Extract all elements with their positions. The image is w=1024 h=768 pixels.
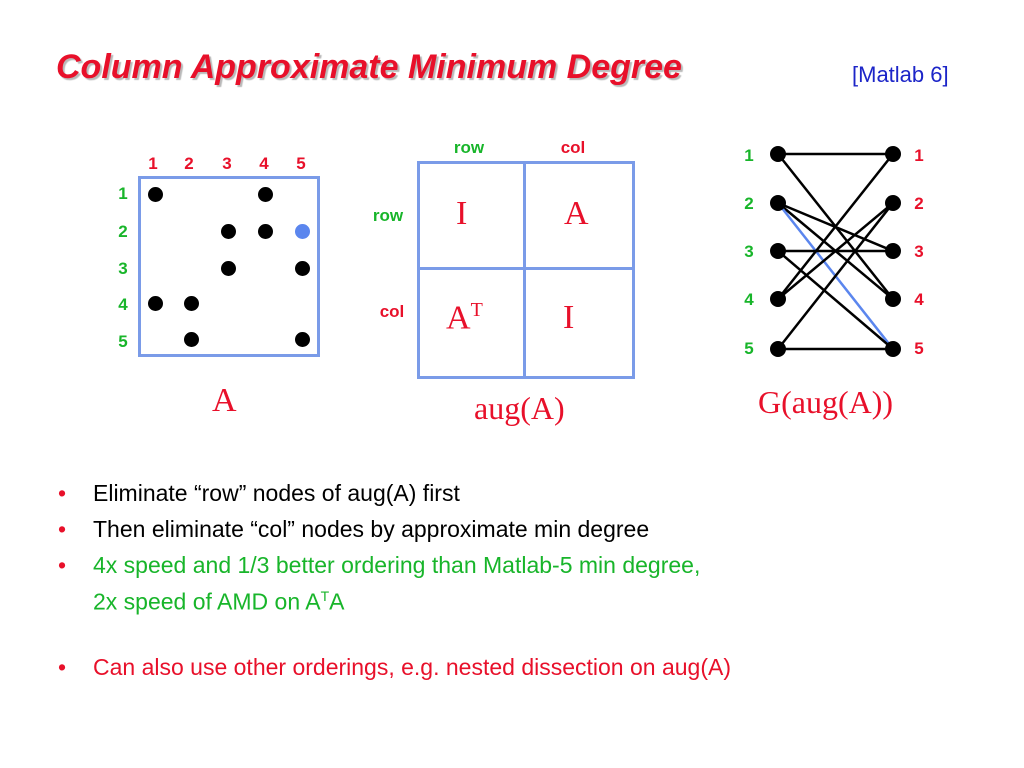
- aug-cell-bottom-right: I: [563, 299, 575, 336]
- graph-right-label: 3: [914, 242, 924, 261]
- graph-edge: [777, 202, 894, 300]
- matrix-a-nonzero-dot: [257, 223, 273, 239]
- slide-title: Column Approximate Minimum Degree: [56, 48, 682, 86]
- matrix-a-caption: A: [212, 382, 237, 419]
- graph-left-label: 3: [744, 242, 754, 261]
- matrix-a-nonzero-dot: [257, 186, 273, 202]
- matrix-a-nonzero-dot: [147, 186, 163, 202]
- bullet-text: Can also use other orderings, e.g. neste…: [93, 653, 731, 680]
- bullet-item: Then eliminate “col” nodes by approximat…: [56, 514, 996, 545]
- aug-cell-bottom-left: AT: [446, 299, 483, 337]
- matrix-a-nonzero-dot: [294, 260, 310, 276]
- matrix-a-nonzero-dot: [294, 223, 310, 239]
- bullet-text: 4x speed and 1/3 better ordering than Ma…: [93, 552, 701, 578]
- bullet-list: Eliminate “row” nodes of aug(A) first Th…: [56, 478, 996, 688]
- aug-row-header-col: col: [379, 302, 405, 321]
- bullet-item: 4x speed and 1/3 better ordering than Ma…: [56, 550, 996, 618]
- aug-cell-top-right: A: [564, 195, 589, 232]
- matrix-a-row-label: 1: [118, 184, 128, 203]
- matrix-a-col-label: 5: [296, 154, 306, 173]
- reference-label: [Matlab 6]: [852, 62, 949, 87]
- bullet-item: Can also use other orderings, e.g. neste…: [56, 652, 996, 683]
- graph-right-label: 2: [914, 194, 924, 213]
- aug-matrix-caption: aug(A): [474, 390, 565, 426]
- bullet-text: 2x speed of AMD on A: [93, 588, 321, 615]
- matrix-a-row-label: 5: [118, 332, 128, 351]
- bullet-text: Eliminate “row” nodes of aug(A) first: [93, 480, 460, 506]
- matrix-a-nonzero-dot: [220, 223, 236, 239]
- bullet-text: A: [329, 588, 345, 615]
- matrix-a-row-label: 3: [118, 259, 128, 278]
- graph-edge: [777, 250, 894, 350]
- aug-col-header-row: row: [453, 138, 485, 157]
- matrix-a-col-label: 1: [148, 154, 158, 173]
- matrix-a-col-label: 3: [222, 154, 232, 173]
- aug-matrix-horizontal-divider: [417, 267, 635, 270]
- matrix-a-nonzero-dot: [183, 295, 199, 311]
- graph-col-node: [885, 291, 901, 307]
- aug-cell-bottom-left-base: A: [446, 299, 471, 337]
- aug-row-header-row: row: [372, 206, 404, 225]
- graph-col-node: [885, 195, 901, 211]
- aug-cell-top-left: I: [456, 195, 468, 232]
- bullet-item: Eliminate “row” nodes of aug(A) first: [56, 478, 996, 509]
- graph-right-label: 4: [914, 290, 924, 309]
- bullet-superscript: T: [320, 588, 330, 604]
- matrix-a-nonzero-dot: [220, 260, 236, 276]
- graph-col-node: [885, 341, 901, 357]
- aug-cell-bottom-left-sup: T: [470, 299, 483, 321]
- matrix-a-nonzero-dot: [294, 331, 310, 347]
- matrix-a-col-label: 2: [184, 154, 194, 173]
- graph-row-node: [770, 243, 786, 259]
- graph-left-label: 1: [744, 146, 754, 165]
- graph-left-label: 2: [744, 194, 754, 213]
- graph-edges-canvas: [770, 146, 901, 357]
- aug-matrix-frame: [417, 161, 635, 379]
- matrix-a-frame: [138, 176, 320, 357]
- graph-row-node: [770, 341, 786, 357]
- graph-edge: [777, 153, 894, 300]
- matrix-a-col-label: 4: [259, 154, 269, 173]
- graph-row-node: [770, 146, 786, 162]
- graph-right-label: 5: [914, 339, 924, 358]
- matrix-a-nonzero-dot: [183, 331, 199, 347]
- bullet-text: Then eliminate “col” nodes by approximat…: [93, 516, 650, 542]
- graph-col-node: [885, 243, 901, 259]
- graph-left-label: 4: [744, 290, 754, 309]
- matrix-a-row-label: 2: [118, 222, 128, 241]
- aug-col-header-col: col: [560, 138, 586, 157]
- graph-left-label: 5: [744, 339, 754, 358]
- graph-right-label: 1: [914, 146, 924, 165]
- matrix-a-nonzero-dot: [147, 295, 163, 311]
- matrix-a-row-label: 4: [118, 295, 128, 314]
- graph-row-node: [770, 195, 786, 211]
- aug-matrix-vertical-divider: [523, 161, 526, 379]
- graph-row-node: [770, 291, 786, 307]
- graph-col-node: [885, 146, 901, 162]
- graph-edge: [777, 202, 894, 350]
- graph-caption: G(aug(A)): [758, 384, 894, 420]
